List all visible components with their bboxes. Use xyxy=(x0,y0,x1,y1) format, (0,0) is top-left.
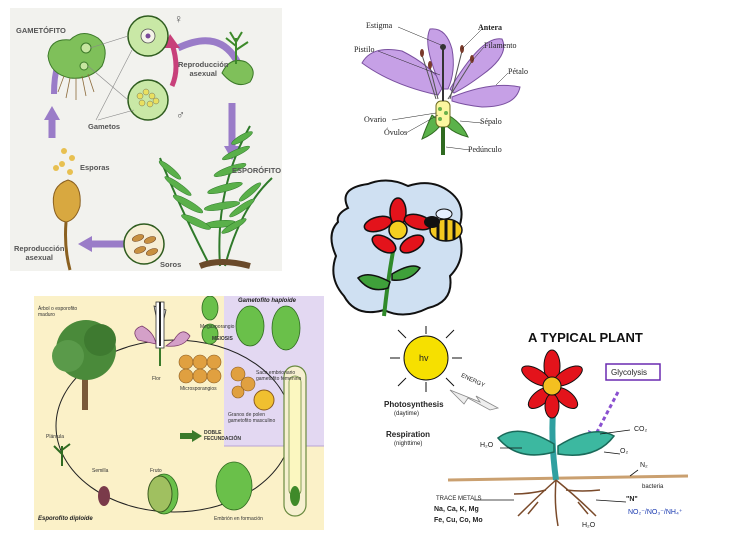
metals-1-label: Na, Ca, K, Mg xyxy=(434,506,479,513)
male-symbol: ♂ xyxy=(176,108,185,122)
photosynthesis-sub-label: (daytime) xyxy=(394,411,420,417)
embrion-label: Embrión en formación xyxy=(214,516,263,522)
h2o-bottom-label: H₂O xyxy=(582,522,596,529)
flower-bee-cartoon-panel xyxy=(328,178,468,323)
meiosis-label: MEIOSIS xyxy=(212,336,233,342)
sun xyxy=(390,326,462,392)
semilla-label: Semilla xyxy=(92,468,109,474)
esporas-label: Esporas xyxy=(80,163,110,172)
pedunculo-label: Pedúnculo xyxy=(468,145,502,154)
microspora-label: Microsporangios xyxy=(180,386,217,392)
tree xyxy=(52,320,116,410)
photosynthesis-label: Photosynthesis xyxy=(384,400,444,409)
petalo-label: Pétalo xyxy=(508,67,528,76)
granos-polen-label: Granos de polen gametofito masculino xyxy=(228,412,276,424)
gametos-label: Gametos xyxy=(88,122,121,131)
ovario-label: Ovario xyxy=(364,115,387,124)
pistilo-label: Pistilo xyxy=(354,45,375,54)
typical-plant-illustration xyxy=(390,326,689,527)
n2-label: N₂ xyxy=(640,462,648,469)
respiration-label: Respiration xyxy=(386,430,431,439)
flower-anatomy-panel: Estigma Antera Pistilo Filamento Pétalo … xyxy=(352,15,542,165)
h2o-top-label: H₂O xyxy=(480,442,494,449)
fruto-label: Fruto xyxy=(150,468,162,474)
gametofito-label: GAMETÓFITO xyxy=(16,26,66,35)
trace-metals-label: TRACE METALS xyxy=(436,496,482,502)
fern-cycle-illustration xyxy=(44,15,273,271)
flor-label: Flor xyxy=(152,376,161,382)
reproduccion-sexual-label: Reproducción asexual xyxy=(178,60,229,78)
angiosperm-life-cycle-panel: Árbol o esporofito maduro Gametofito hap… xyxy=(34,296,324,530)
bee xyxy=(424,208,463,242)
esporofito-diploide-label: Esporofito diploide xyxy=(38,516,93,522)
soros-label: Soros xyxy=(160,260,182,269)
metals-2-label: Fe, Cu, Co, Mo xyxy=(434,517,483,524)
esporofito-label: ESPORÓFITO xyxy=(232,166,282,175)
nitrogen-forms-label: NO₂⁻/NO₃⁻/NH₄⁺ xyxy=(628,509,683,516)
typical-plant-title: A TYPICAL PLANT xyxy=(528,330,643,345)
sun-label: hv xyxy=(419,353,429,363)
ovulos-label: Óvulos xyxy=(384,128,408,137)
saco-embrionario-label: Saco embrionario gametofito femenino xyxy=(256,370,302,382)
reproduccion-asexual-label: Reproducción asexual xyxy=(14,244,65,262)
esporofito-maduro-label: Árbol o esporofito maduro xyxy=(38,306,78,318)
antera-label: Antera xyxy=(478,23,502,32)
n-label: "N" xyxy=(626,496,638,503)
respiration-sub-label: (nighttime) xyxy=(394,441,423,447)
plantula-label: Plántula xyxy=(46,434,65,440)
co2-label: CO₂ xyxy=(634,426,648,433)
filamento-label: Filamento xyxy=(484,41,517,50)
fern-life-cycle-panel: GAMETÓFITO ♀ ♂ Reproducción asexual Game… xyxy=(10,8,282,271)
gametofito-haploide-label: Gametofito haploide xyxy=(238,298,297,304)
female-symbol: ♀ xyxy=(174,12,183,26)
o2-label: O₂ xyxy=(620,448,629,455)
angiosperm-cycle-illustration xyxy=(52,296,324,517)
estigma-label: Estigma xyxy=(366,21,393,30)
doble-fecundacion-label: DOBLE FECUNDACIÓN xyxy=(204,430,241,442)
flower-cross-section xyxy=(361,26,521,155)
megaspora-label: Megasporangio xyxy=(200,324,235,330)
bacteria-label: bacteria xyxy=(642,484,664,490)
fern-leaflets xyxy=(158,131,262,234)
cartoon-illustration xyxy=(330,179,463,317)
glycolysis-label: Glycolysis xyxy=(611,368,648,377)
flower-section xyxy=(134,301,191,366)
typical-plant-panel: A TYPICAL PLANT hv ENERGY Glycolysis Pho… xyxy=(368,326,730,536)
sepalo-label: Sépalo xyxy=(480,117,502,126)
